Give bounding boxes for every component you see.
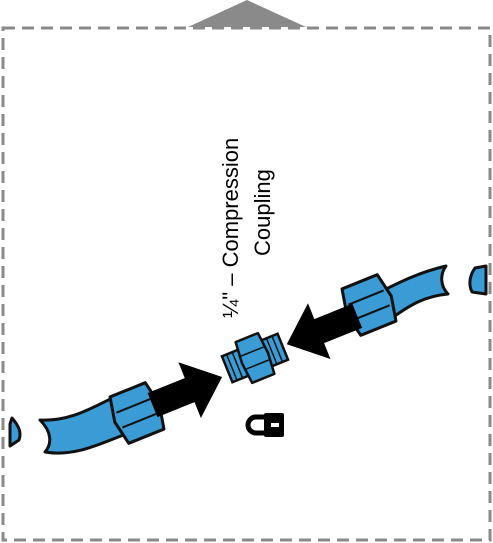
label-line-1: ¼" – Compression (218, 138, 243, 318)
dashed-frame (1, 26, 492, 542)
lock-icon (245, 413, 284, 437)
arrow-right-icon (147, 362, 223, 418)
top-tab-triangle-icon (188, 0, 306, 27)
label-line-2: Coupling (250, 169, 275, 256)
arrow-left-icon (286, 303, 363, 359)
compression-coupling (220, 331, 290, 385)
coupling-label: ¼" – Compression Coupling (218, 138, 275, 318)
left-tube (8, 381, 166, 455)
